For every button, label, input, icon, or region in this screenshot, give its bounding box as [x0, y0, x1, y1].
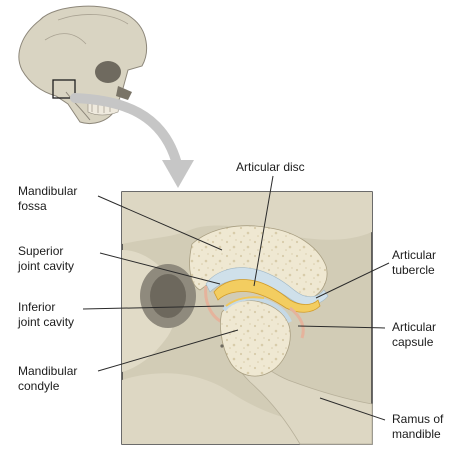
label-articular-capsule: Articular capsule	[392, 320, 436, 350]
label-line-2: mandible	[392, 427, 441, 441]
label-line-2: tubercle	[392, 263, 435, 277]
label-line-2: condyle	[18, 379, 60, 393]
label-line-2: joint cavity	[18, 259, 75, 273]
zoom-panel	[121, 191, 373, 445]
label-line-2: capsule	[392, 335, 434, 349]
skull-orbit-icon	[95, 61, 121, 83]
label-mandibular-fossa: Mandibular fossa	[18, 184, 77, 214]
label-line-1: Inferior	[18, 300, 56, 314]
label-articular-tubercle: Articular tubercle	[392, 248, 436, 278]
label-line-1: Mandibular	[18, 184, 78, 198]
curved-arrow-icon	[70, 93, 194, 188]
label-line-1: Mandibular	[18, 364, 78, 378]
label-line-2: fossa	[18, 199, 47, 213]
leader-inferior-joint-cavity	[82, 305, 225, 310]
label-line-2: joint cavity	[18, 315, 75, 329]
label-articular-disc: Articular disc	[236, 160, 305, 175]
label-articular-disc-text: Articular disc	[236, 160, 305, 174]
leader-mandibular-fossa	[97, 195, 223, 251]
label-superior-joint-cavity: Superior joint cavity	[18, 244, 74, 274]
label-line-1: Articular	[392, 320, 437, 334]
leader-superior-joint-cavity	[99, 252, 221, 285]
leader-lines	[82, 175, 390, 421]
label-line-1: Ramus of	[392, 412, 444, 426]
label-line-1: Articular	[392, 248, 437, 262]
label-mandibular-condyle: Mandibular condyle	[18, 364, 77, 394]
skull-icon	[18, 5, 148, 124]
leader-articular-capsule	[297, 325, 386, 329]
leader-articular-disc	[253, 175, 274, 287]
leader-mandibular-condyle	[97, 329, 239, 372]
leader-articular-tubercle	[315, 262, 390, 299]
leader-ramus-of-mandible	[319, 397, 386, 421]
label-inferior-joint-cavity: Inferior joint cavity	[18, 300, 74, 330]
label-line-1: Superior	[18, 244, 64, 258]
skull-region-box	[52, 79, 76, 99]
label-ramus-of-mandible: Ramus of mandible	[392, 412, 443, 442]
